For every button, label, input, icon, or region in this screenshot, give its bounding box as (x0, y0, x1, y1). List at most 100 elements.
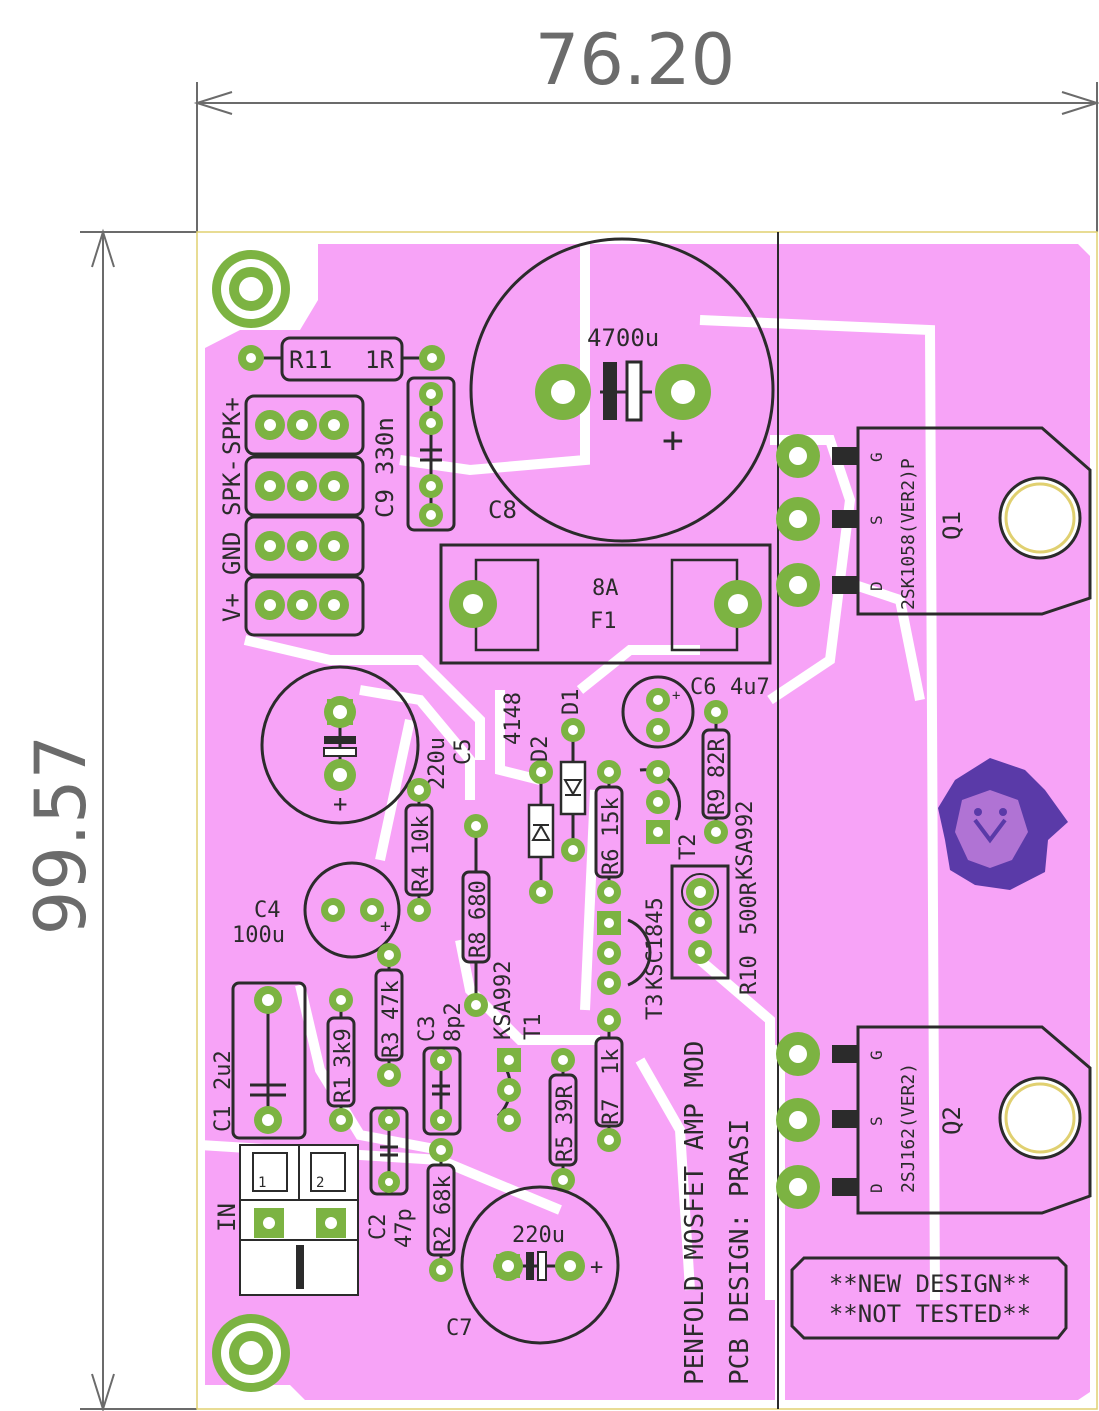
c7-value: 220u (512, 1223, 565, 1248)
c5-label: C5 (451, 739, 476, 766)
q1-drain: D (867, 581, 886, 591)
resistor-r1: R1 3k9 (326, 988, 356, 1132)
resistor-r9: R9 82R (701, 700, 731, 844)
transistor-t1: T1 KSA992 (491, 961, 546, 1132)
r5-label: R5 (553, 1136, 578, 1163)
r1-label: R1 (331, 1077, 356, 1104)
r11-label: R11 (289, 346, 332, 374)
r3-label: R3 (379, 1032, 404, 1059)
q1-value: 2SK1058(VER2)P (898, 458, 919, 610)
diode-d2: D2 (527, 736, 555, 904)
c6-plus: + (672, 688, 680, 704)
r10-label: R10 (737, 955, 762, 995)
title-line2: PCB DESIGN: PRASI (725, 1119, 755, 1385)
t1-value: KSA992 (491, 961, 516, 1040)
spk-plus-label: SPK+ (218, 397, 246, 455)
d2-label: D2 (528, 736, 553, 763)
diode-value: 4148 (501, 692, 526, 745)
c8-plus: + (662, 420, 684, 461)
in-pin1-label: 1 (258, 1175, 266, 1191)
mosfet-q2: G S D 2SJ162(VER2) Q2 (776, 1025, 1092, 1215)
resistor-r5: R5 39R (548, 1048, 578, 1192)
lion-logo (938, 758, 1068, 890)
capacitor-c4: + C4 100u (232, 861, 401, 959)
resistor-r7: R7 1k (594, 1008, 624, 1152)
q2-label: Q2 (938, 1106, 966, 1135)
resistor-r2: R2 68k (426, 1138, 456, 1282)
gnd-label: GND (218, 532, 246, 575)
c8-label: C8 (488, 496, 517, 524)
board-title: PENFOLD MOSFET AMP MOD PCB DESIGN: PRASI (680, 1041, 755, 1385)
mosfet-q1: G S D 2SK1058(VER2)P Q1 (776, 426, 1092, 616)
terminal-spk-plus[interactable] (244, 394, 365, 456)
c2-value: 47p (392, 1208, 417, 1248)
capacitor-c1: C1 2u2 (211, 981, 307, 1140)
c4-plus: + (380, 916, 391, 937)
stamp-line2: **NOT TESTED** (829, 1300, 1031, 1328)
c4-label: C4 (254, 898, 281, 923)
terminal-labels: SPK+ SPK- GND V+ (218, 397, 246, 622)
terminal-gnd[interactable] (244, 515, 365, 577)
d1-label: D1 (559, 689, 584, 716)
c7-plus: + (590, 1255, 603, 1280)
mounting-hole-bottom (212, 1314, 290, 1392)
input-label: IN (213, 1203, 241, 1232)
title-line1: PENFOLD MOSFET AMP MOD (680, 1041, 710, 1385)
capacitor-c2: C2 47p (366, 1106, 417, 1248)
c9-value: 330n (371, 417, 399, 475)
in-pin2-label: 2 (316, 1175, 324, 1191)
resistor-r6: R6 15k (594, 760, 624, 904)
c6-value: 4u7 (730, 675, 770, 700)
capacitor-c5: + 220u C5 (260, 665, 476, 825)
f1-label: F1 (590, 609, 617, 634)
capacitor-c6: + C6 4u7 (621, 675, 770, 749)
r4-label: R4 (409, 866, 434, 893)
transistor-t3: T3 KSC1845 (597, 897, 668, 1020)
width-dimension-label: 76.20 (535, 19, 735, 101)
r8-label: R8 (466, 932, 491, 959)
transistor-t2: T2 KSA992 (639, 760, 758, 880)
fuse-f1: 8A F1 (439, 543, 772, 665)
terminal-spk-minus[interactable] (244, 455, 365, 517)
capacitor-c7: + 220u C7 (446, 1185, 620, 1345)
resistor-r3: R3 47k (374, 943, 404, 1087)
q1-label: Q1 (938, 511, 966, 540)
c1-value: 2u2 (211, 1050, 236, 1090)
vplus-label: V+ (218, 593, 246, 622)
r9-value: 82R (705, 738, 730, 778)
r1-value: 3k9 (331, 1028, 356, 1068)
c9-label: C9 (371, 489, 399, 518)
t1-label: T1 (521, 1014, 546, 1041)
stamp-line1: **NEW DESIGN** (829, 1270, 1031, 1298)
r7-value: 1k (599, 1049, 624, 1076)
resistor-r8: R8 680 (461, 814, 491, 1017)
capacitor-c3: C3 8p2 (415, 1002, 466, 1136)
r2-label: R2 (431, 1226, 456, 1253)
mounting-hole-top (212, 250, 290, 328)
input-connector[interactable]: 1 2 IN (213, 1144, 359, 1296)
warning-stamp: **NEW DESIGN** **NOT TESTED** (790, 1256, 1068, 1340)
r11-value: 1R (365, 346, 394, 374)
t2-label: T2 (676, 834, 701, 861)
r6-value: 15k (599, 797, 624, 837)
q2-gate: G (867, 1050, 886, 1060)
capacitor-c9: C9 330n (371, 376, 456, 532)
t3-label: T3 (643, 994, 668, 1021)
dimension-width: 76.20 (193, 19, 1099, 232)
q2-value: 2SJ162(VER2) (898, 1063, 919, 1193)
q2-drain: D (867, 1183, 886, 1193)
c4-value: 100u (232, 923, 285, 948)
r9-label: R9 (705, 789, 730, 816)
resistor-r11: R11 1R (238, 336, 445, 382)
r10-value: 500R (737, 881, 762, 935)
terminal-vplus[interactable] (244, 575, 365, 637)
t3-value: KSC1845 (643, 897, 668, 990)
c2-label: C2 (366, 1214, 391, 1241)
spk-minus-label: SPK- (218, 458, 246, 516)
c6-label: C6 (690, 675, 717, 700)
c7-label: C7 (446, 1316, 473, 1341)
trimmer-r10[interactable]: R10 500R (670, 864, 762, 995)
c5-plus: + (333, 790, 347, 818)
c3-value: 8p2 (441, 1002, 466, 1042)
